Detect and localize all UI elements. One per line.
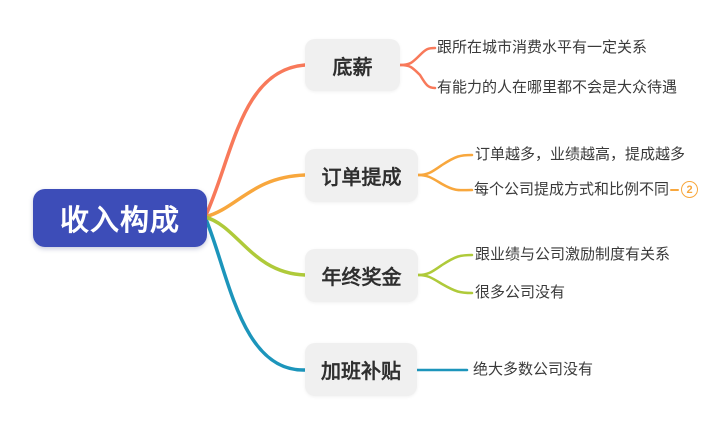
leaf-line-1b: [398, 63, 437, 90]
branch-line-order-commission: [203, 173, 307, 219]
branch-topic-order-commission[interactable]: 订单提成: [305, 149, 418, 202]
branch-topic-year-end-bonus[interactable]: 年终奖金: [305, 249, 418, 302]
leaf-topic[interactable]: 订单越多，业绩越高，提成越多: [475, 146, 686, 163]
leaf-line-3b: [416, 273, 474, 295]
leaf-line-2b: [416, 173, 474, 192]
leaf-topic[interactable]: 跟业绩与公司激励制度有关系: [475, 246, 671, 263]
leaf-line-3a: [416, 253, 474, 277]
leaf-topic[interactable]: 绝大多数公司没有: [473, 361, 594, 378]
note-count-badge[interactable]: 2: [681, 181, 698, 198]
branch-topic-base-salary[interactable]: 底薪: [305, 39, 400, 91]
leaf-line-2a: [416, 153, 474, 177]
branch-line-overtime-subsidy: [203, 215, 307, 372]
leaf-topic[interactable]: 有能力的人在哪里都不会是大众待遇: [437, 79, 678, 96]
branch-line-year-end-bonus: [203, 215, 307, 277]
leaf-line-1a: [398, 46, 437, 67]
branch-line-base-salary: [203, 63, 307, 219]
branch-topic-overtime-subsidy[interactable]: 加班补贴: [305, 343, 417, 396]
leaf-topic[interactable]: 每个公司提成方式和比例不同: [474, 181, 670, 198]
leaf-topic[interactable]: 很多公司没有: [475, 284, 566, 301]
central-topic[interactable]: 收入构成: [33, 189, 207, 247]
leaf-topic[interactable]: 跟所在城市消费水平有一定关系: [437, 39, 648, 56]
